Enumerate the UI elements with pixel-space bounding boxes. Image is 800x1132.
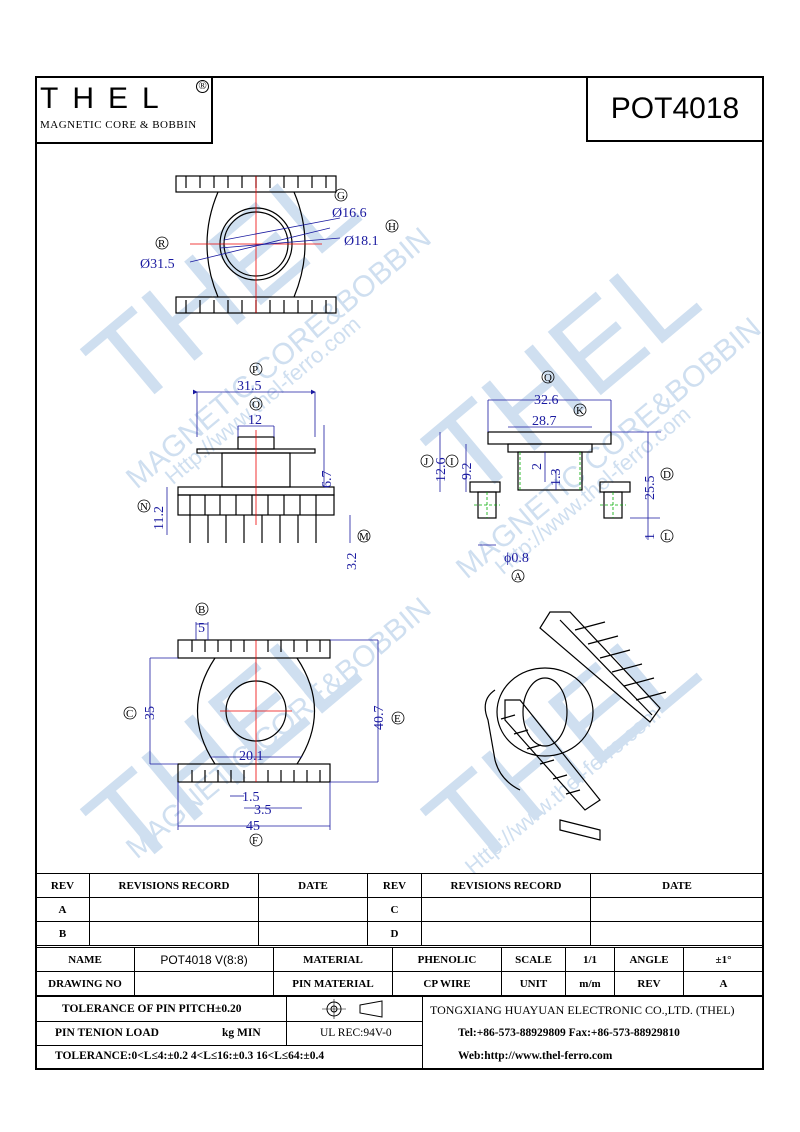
rev-row-b: B bbox=[35, 921, 90, 946]
registered-mark: ® bbox=[196, 80, 209, 93]
callout-F: F bbox=[252, 835, 258, 847]
dim-bottom-inner: 20.1 bbox=[239, 749, 264, 764]
drawing-frame bbox=[35, 76, 764, 1070]
dim-one-three: 1.3 bbox=[549, 469, 564, 487]
callout-Q: Q bbox=[544, 372, 552, 384]
callout-G: G bbox=[337, 190, 345, 202]
bottom-view bbox=[149, 622, 379, 830]
name-value: POT4018 V(8:8) bbox=[134, 947, 274, 972]
pin-material-label: PIN MATERIAL bbox=[273, 971, 393, 996]
dim-width: 31.5 bbox=[237, 379, 262, 394]
callout-E: E bbox=[394, 713, 401, 725]
dim-overall: 40.7 bbox=[372, 706, 387, 731]
callout-D: D bbox=[663, 469, 671, 481]
callout-O: O bbox=[252, 399, 260, 411]
rev-row-a: A bbox=[35, 897, 90, 922]
website: Web:http://www.thel-ferro.com bbox=[458, 1050, 613, 1062]
material-value: PHENOLIC bbox=[392, 947, 502, 972]
dim-b: 3.5 bbox=[254, 803, 272, 818]
dim-boss: 12 bbox=[248, 413, 262, 428]
dim-j: 12.6 bbox=[434, 458, 449, 483]
scale-value: 1/1 bbox=[565, 947, 615, 972]
rev-row-d: D bbox=[367, 921, 422, 946]
dim-inner-dia: Ø16.6 bbox=[332, 206, 367, 221]
callout-C: C bbox=[126, 708, 133, 720]
title-box bbox=[586, 76, 764, 142]
name-label: NAME bbox=[35, 947, 135, 972]
rev-label: REV bbox=[614, 971, 684, 996]
dim-side-inner: 28.7 bbox=[532, 414, 557, 429]
rev-header: REV bbox=[35, 873, 90, 898]
pin-material-value: CP WIRE bbox=[392, 971, 502, 996]
angle-label: ANGLE bbox=[614, 947, 684, 972]
isometric-view bbox=[484, 611, 667, 841]
front-view bbox=[166, 389, 351, 543]
callout-H: H bbox=[388, 221, 396, 233]
tolerance: TOLERANCE:0<L≤4:±0.2 4<L≤16:±0.3 16<L≤64… bbox=[55, 1050, 325, 1062]
logo-subtitle: MAGNETIC CORE & BOBBIN bbox=[40, 119, 197, 131]
callout-J: J bbox=[424, 456, 429, 468]
callout-L: L bbox=[664, 531, 671, 543]
callout-A: A bbox=[514, 571, 522, 583]
records-header-right: REVISIONS RECORD bbox=[421, 873, 591, 898]
tel-fax: Tel:+86-573-88929809 Fax:+86-573-8892981… bbox=[458, 1027, 680, 1039]
callout-K: K bbox=[576, 405, 584, 417]
part-number: POT4018 bbox=[610, 92, 740, 125]
callout-M: M bbox=[359, 531, 369, 543]
date-header: DATE bbox=[258, 873, 368, 898]
dim-pin-dia: ϕ0.8 bbox=[504, 551, 529, 566]
callout-P: P bbox=[252, 364, 258, 376]
callout-I: I bbox=[450, 456, 454, 468]
scale-label: SCALE bbox=[501, 947, 566, 972]
logo-box bbox=[35, 76, 213, 144]
callout-B: B bbox=[198, 604, 205, 616]
dim-pin: 3.2 bbox=[345, 553, 360, 571]
dim-outer-dia: Ø18.1 bbox=[344, 234, 379, 249]
unit-value: m/m bbox=[565, 971, 615, 996]
spec-table: NAME POT4018 V(8:8) MATERIAL PHENOLIC SC… bbox=[35, 947, 764, 996]
callout-R: R bbox=[158, 238, 166, 250]
dim-flange-dia: Ø31.5 bbox=[140, 257, 175, 272]
dim-one: 1 bbox=[643, 533, 658, 540]
rev-header-right: REV bbox=[367, 873, 422, 898]
ul-rec: UL REC:94V-0 bbox=[320, 1027, 392, 1039]
material-label: MATERIAL bbox=[273, 947, 393, 972]
dim-i: 9.2 bbox=[460, 463, 475, 481]
dim-side-outer: 32.6 bbox=[534, 393, 559, 408]
dim-a: 1.5 bbox=[242, 790, 260, 805]
footer-col-line bbox=[286, 996, 287, 1045]
callout-N: N bbox=[140, 501, 148, 513]
date-header-right: DATE bbox=[590, 873, 764, 898]
dim-total: 11.2 bbox=[152, 506, 167, 530]
footer-row-line bbox=[35, 1021, 422, 1022]
dim-height: 6.7 bbox=[320, 471, 335, 489]
logo-text: THEL bbox=[40, 82, 173, 115]
dim-two: 2 bbox=[530, 463, 545, 470]
footer-row-line bbox=[35, 1045, 422, 1046]
unit-label: UNIT bbox=[501, 971, 566, 996]
pin-tension: PIN TENION LOAD bbox=[55, 1027, 159, 1039]
side-view bbox=[439, 399, 661, 546]
dim-bottom-height: 35 bbox=[143, 706, 158, 720]
dim-bottom-width: 45 bbox=[246, 819, 260, 834]
projection-symbol-icon bbox=[322, 999, 383, 1019]
drawing-no-label: DRAWING NO bbox=[35, 971, 135, 996]
rev-value: A bbox=[683, 971, 764, 996]
tolerance-pitch: TOLERANCE OF PIN PITCH±0.20 bbox=[62, 1003, 242, 1015]
records-header: REVISIONS RECORD bbox=[89, 873, 259, 898]
company-name: TONGXIANG HUAYUAN ELECTRONIC CO.,LTD. (T… bbox=[430, 1003, 735, 1017]
footer-divider bbox=[422, 996, 423, 1070]
rev-row-c: C bbox=[367, 897, 422, 922]
footer-block bbox=[35, 996, 764, 1070]
revision-table: REV REVISIONS RECORD DATE REV REVISIONS … bbox=[35, 873, 764, 946]
dim-pitch: 5 bbox=[198, 621, 205, 636]
angle-value: ±1° bbox=[683, 947, 764, 972]
dim-side-total: 25.5 bbox=[643, 476, 658, 501]
kg-min: kg MIN bbox=[222, 1027, 261, 1039]
top-view bbox=[175, 175, 341, 314]
